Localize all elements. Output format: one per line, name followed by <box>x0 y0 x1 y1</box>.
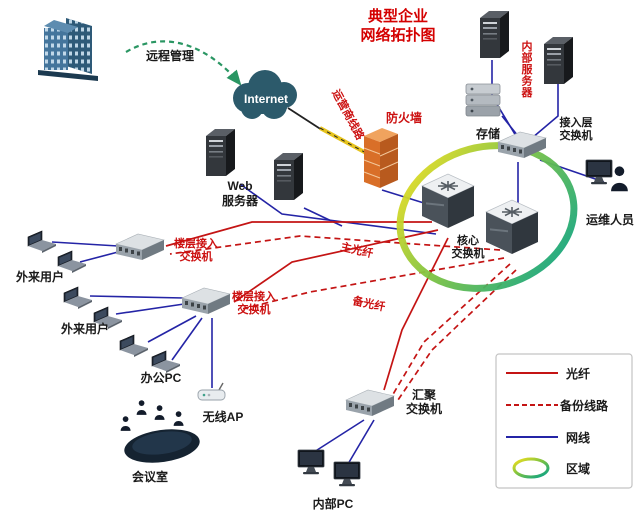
cable-fs2-officepc1 <box>147 315 197 343</box>
legend-zone-label: 区域 <box>566 461 590 476</box>
internal-pc-label: 内部PC <box>313 496 354 511</box>
office-pc-laptop-icon <box>119 334 149 358</box>
storage-label: 存储 <box>475 126 500 141</box>
building-icon <box>38 18 98 81</box>
office-pc-label: 办公PC <box>141 370 182 385</box>
web-server-icon <box>274 153 303 200</box>
wireless-ap-icon <box>197 382 226 401</box>
cable-fs2-laptop2 <box>115 303 185 315</box>
core-switch-label: 核心交换机 <box>452 233 485 260</box>
carrier-cable-stripes <box>319 127 369 155</box>
fiber-core-fs1 <box>165 221 432 247</box>
legend: 光纤 备份线路 网线 区域 <box>495 353 633 489</box>
cable-web2-core <box>303 207 343 227</box>
external-user-laptop-icon <box>27 230 57 254</box>
backup-core-fs2 <box>237 257 505 311</box>
main-fiber-label: 主光纤 <box>339 239 374 260</box>
internet-label: Internet <box>244 92 288 106</box>
aggregation-switch-icon <box>345 389 395 417</box>
internet-cloud: Internet <box>233 70 297 119</box>
storage-icon <box>465 83 501 117</box>
floor-switch-icon <box>115 233 165 261</box>
floor-switch-label: 楼层接入交换机 <box>174 236 218 263</box>
cable-fs1-laptop2 <box>79 251 119 263</box>
internal-server-label: 内部服务器 <box>521 39 534 99</box>
external-user-label: 外来用户 <box>61 321 109 336</box>
legend-box <box>495 353 633 489</box>
core-switch-icon <box>485 199 539 255</box>
meeting-room-label: 会议室 <box>132 469 168 484</box>
firewall-label: 防火墙 <box>386 110 422 125</box>
legend-backup-label: 备份线路 <box>559 398 609 413</box>
wireless-ap-label: 无线AP <box>202 409 244 424</box>
ops-staff-icon <box>585 159 628 192</box>
fiber-core-agg <box>383 237 449 391</box>
cable-fs2-officepc2 <box>171 317 203 361</box>
web-server-icon <box>206 129 235 176</box>
fiber-core-fs2 <box>233 229 439 303</box>
legend-cable-label: 网线 <box>566 430 590 445</box>
core-zone-ring <box>396 142 578 292</box>
internal-pc-icon <box>333 461 361 487</box>
title-line1: 典型企业 <box>368 7 428 25</box>
external-user-laptop-icon <box>63 286 93 310</box>
core-switch-icon <box>421 173 475 229</box>
access-switch-label: 接入层交换机 <box>560 115 593 142</box>
cable-server2-access <box>531 84 559 139</box>
remote-mgmt-label: 远程管理 <box>146 48 194 63</box>
cable-storage-access <box>501 115 519 137</box>
internal-server-icon <box>480 11 509 58</box>
floor-switch-label: 楼层接入交换机 <box>232 289 276 316</box>
aggregation-switch-label: 汇聚交换机 <box>406 388 442 416</box>
external-user-label: 外来用户 <box>16 269 64 284</box>
meeting-room-icon <box>120 400 200 463</box>
cable-web1-core <box>239 183 437 235</box>
internal-pc-icon <box>297 449 325 475</box>
floor-switch-icon <box>181 287 231 315</box>
backup-fiber-label: 备光纤 <box>350 293 386 314</box>
internal-server-icon <box>544 37 573 84</box>
remote-management-link <box>125 40 242 86</box>
legend-fiber-label: 光纤 <box>565 366 590 381</box>
title-line2: 网络拓扑图 <box>360 26 435 44</box>
cable-agg-pc2 <box>347 419 375 465</box>
backup-core-agg2 <box>397 269 517 401</box>
cable-fs2-laptop1 <box>89 295 185 299</box>
cable-agg-pc1 <box>313 419 365 453</box>
firewall-icon <box>363 128 399 188</box>
legend-zone-ring <box>512 457 550 479</box>
cable-fs1-laptop1 <box>51 241 119 247</box>
ops-staff-label: 运维人员 <box>586 212 634 227</box>
internet-downlink-line <box>287 107 323 131</box>
backup-core-fs1 <box>169 235 501 255</box>
